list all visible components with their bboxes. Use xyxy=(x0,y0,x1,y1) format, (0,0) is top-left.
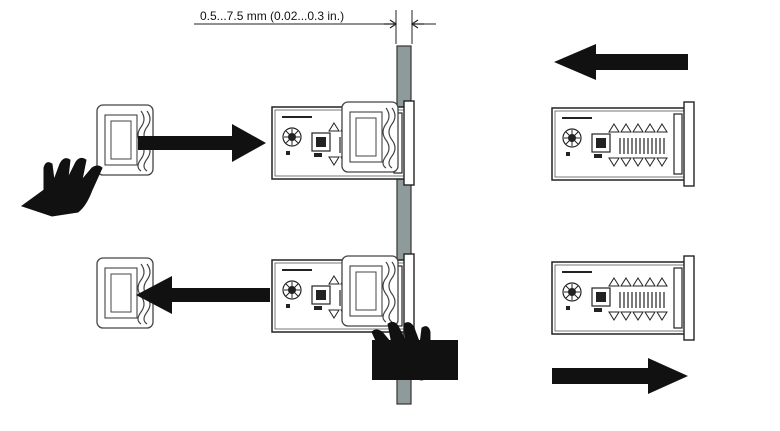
arrow-left-icon xyxy=(172,288,270,302)
arrow-right-icon xyxy=(552,368,652,384)
dimension-annotation: 0.5...7.5 mm (0.02...0.3 in.) xyxy=(194,9,436,44)
mounting-bracket-installed xyxy=(341,255,399,327)
mounting-bracket-installed xyxy=(341,101,399,173)
arrow-left-icon xyxy=(592,54,688,70)
bottom-row-remove xyxy=(96,253,458,381)
controller-device xyxy=(551,255,695,341)
controller-device xyxy=(551,101,695,187)
right-side xyxy=(551,44,695,394)
top-row-insert xyxy=(21,100,415,217)
dimension-label: 0.5...7.5 mm (0.02...0.3 in.) xyxy=(200,9,344,23)
arrow-right-icon xyxy=(138,136,234,150)
hand-pointer-icon xyxy=(21,157,103,217)
